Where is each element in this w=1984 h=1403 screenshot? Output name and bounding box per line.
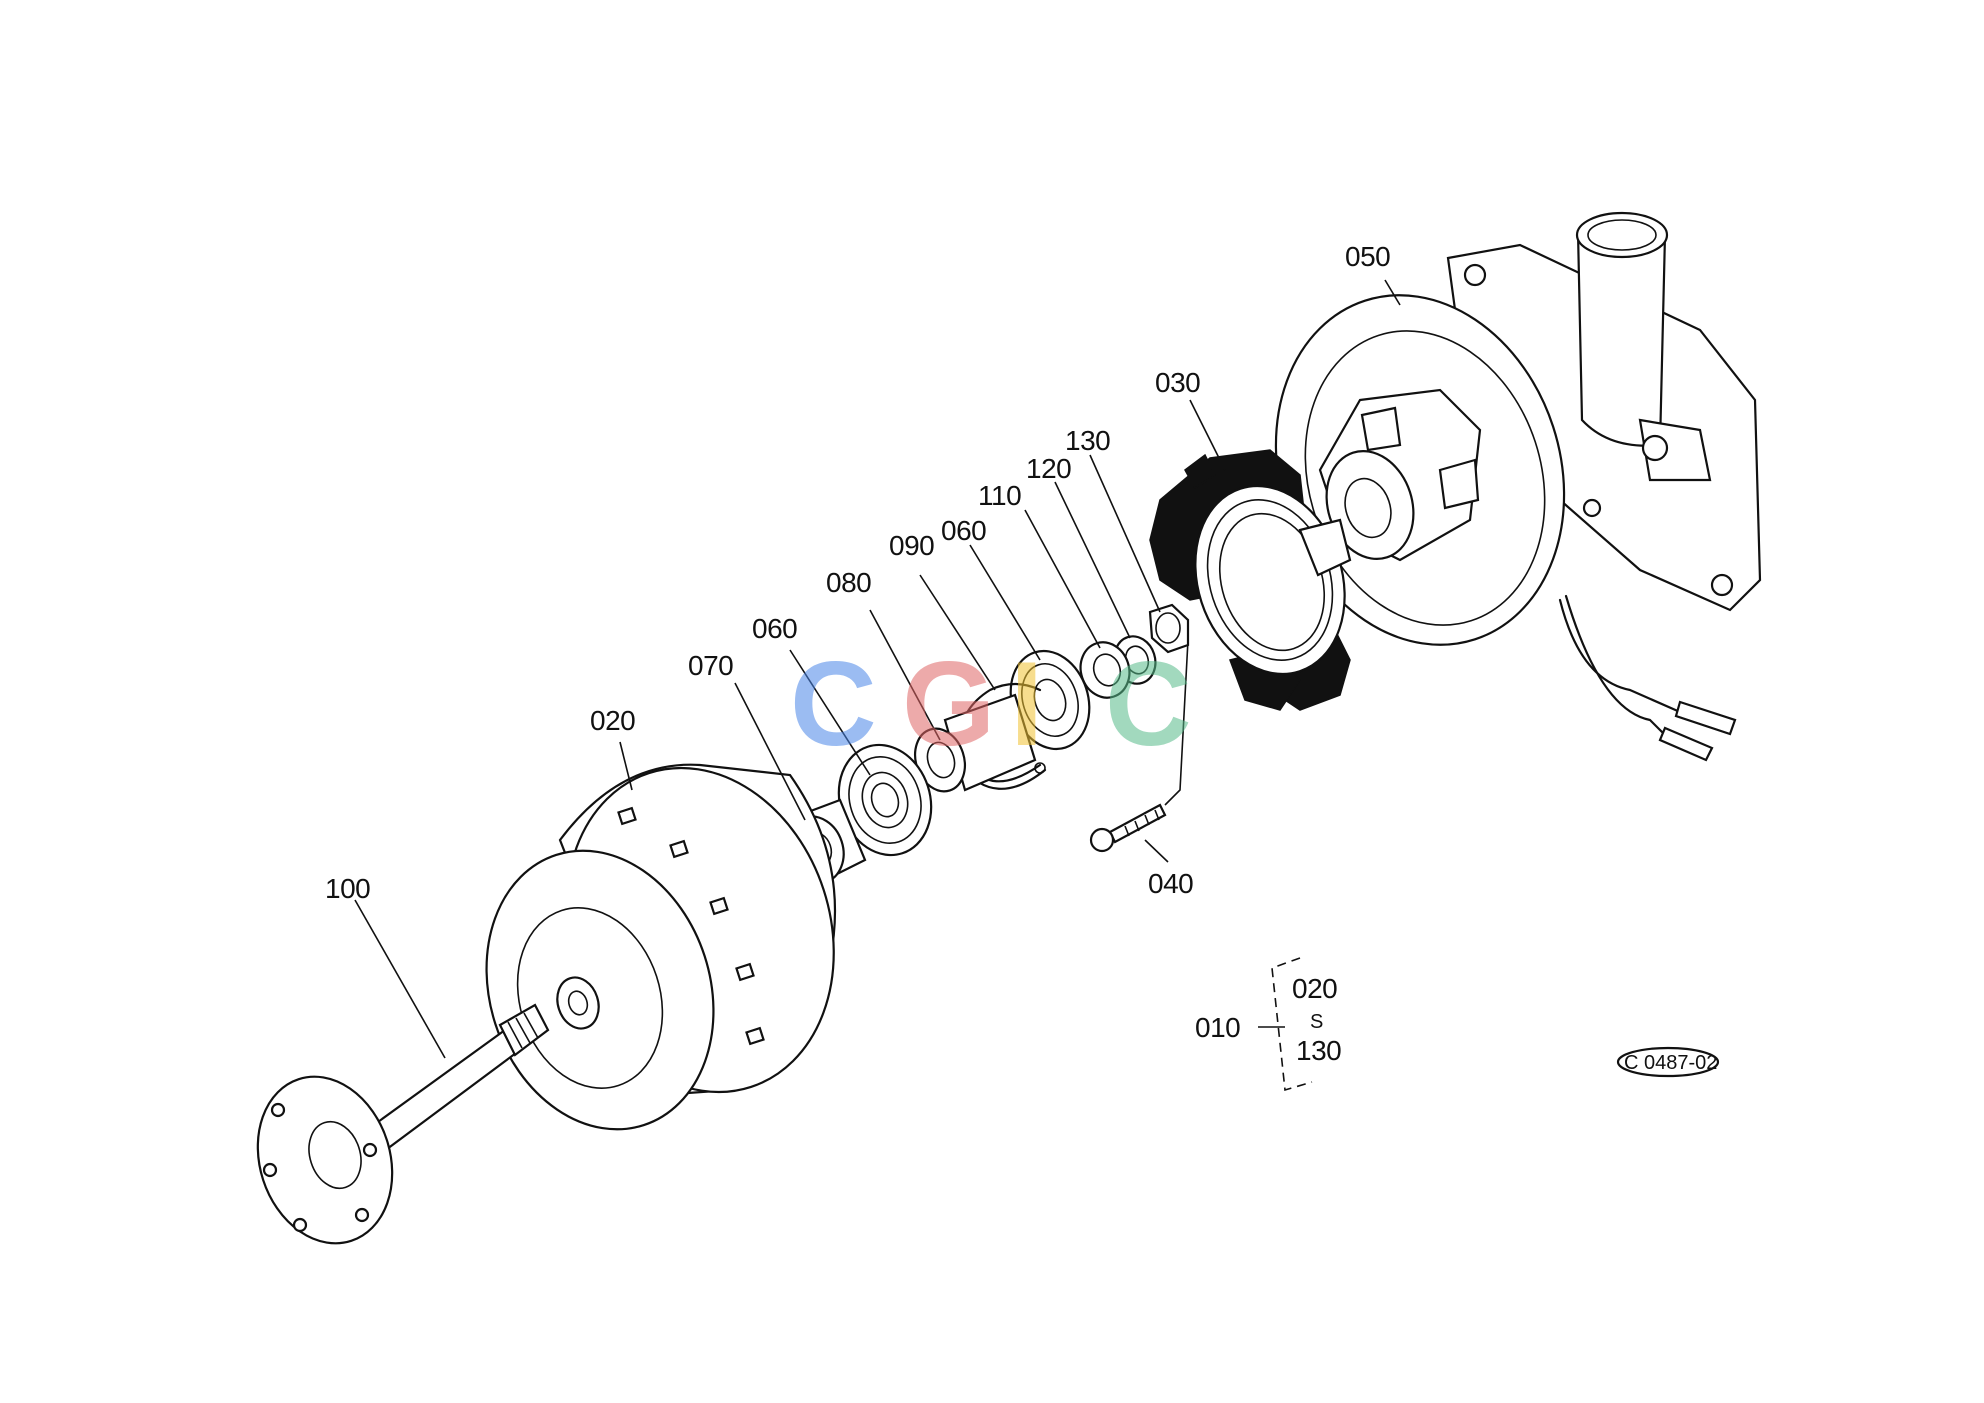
- part-labels: 100 020 070 060 080 090 060 110 120 130 …: [325, 241, 1391, 904]
- label-080: 080: [826, 567, 871, 598]
- label-060-upper: 060: [941, 515, 986, 546]
- assembly-range-start: 020: [1292, 973, 1337, 1004]
- drawing-code: C 0487-02: [1624, 1052, 1717, 1074]
- label-100: 100: [325, 873, 370, 904]
- drawing-code-badge: C 0487-02: [1616, 1046, 1720, 1078]
- label-060-lower: 060: [752, 613, 797, 644]
- label-050: 050: [1345, 241, 1390, 272]
- label-130: 130: [1065, 425, 1110, 456]
- label-030: 030: [1155, 367, 1200, 398]
- leader-lines: [354, 279, 1401, 1059]
- label-090: 090: [889, 530, 934, 561]
- assembly-label: 010: [1195, 1012, 1240, 1043]
- assembly-bracket: 010 020 S 130: [1195, 957, 1342, 1092]
- label-120: 120: [1026, 453, 1071, 484]
- washer-part-110[interactable]: [1074, 636, 1137, 704]
- stator-part-030[interactable]: [1149, 449, 1368, 711]
- watermark-letter-3: I: [1010, 637, 1043, 771]
- bearing-part-060-lower[interactable]: [825, 733, 945, 867]
- collar-part-080[interactable]: [907, 693, 1037, 798]
- label-110: 110: [978, 480, 1021, 511]
- watermark-letter-1: C: [790, 637, 877, 771]
- watermark-letter-2: G: [902, 637, 995, 771]
- nut-part-130[interactable]: [1148, 603, 1190, 654]
- assembly-range-end: 130: [1296, 1035, 1341, 1066]
- watermark-letter-4: C: [1105, 637, 1192, 771]
- label-040: 040: [1148, 868, 1193, 899]
- label-070: 070: [688, 650, 733, 681]
- label-020: 020: [590, 705, 635, 736]
- screw-part-040[interactable]: [1089, 803, 1167, 853]
- assembly-range-separator: S: [1310, 1011, 1323, 1033]
- rotor-part-020[interactable]: [452, 733, 875, 1159]
- shaft-part-100[interactable]: [237, 1003, 550, 1261]
- watermark-logo: C G I C: [790, 637, 1192, 771]
